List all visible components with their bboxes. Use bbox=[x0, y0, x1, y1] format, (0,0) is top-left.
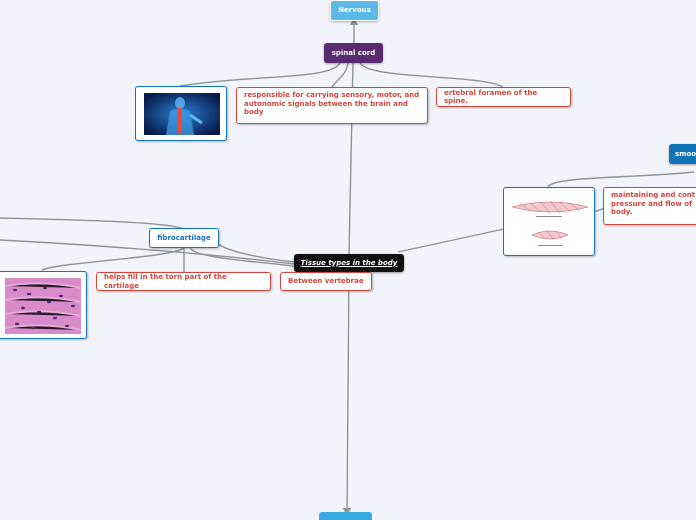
link-fibro-left bbox=[0, 217, 185, 230]
nervous-node[interactable]: Nervous bbox=[330, 0, 379, 21]
root-label: Tissue types in the body bbox=[300, 258, 398, 267]
smooth-muscle-label: smoo bbox=[675, 149, 696, 158]
fibrocartilage-micrograph-image bbox=[5, 278, 81, 334]
spine-image-node[interactable] bbox=[135, 86, 227, 141]
root-node[interactable]: Tissue types in the body bbox=[294, 254, 404, 272]
spinal-cord-label: spinal cord bbox=[331, 48, 376, 57]
link-root-left bbox=[0, 239, 295, 265]
link-spinal-image bbox=[179, 62, 341, 87]
smooth-muscle-image-node[interactable] bbox=[503, 187, 595, 256]
signals-text: responsible for carrying sensory, motor,… bbox=[244, 91, 420, 116]
link-root-smooth bbox=[397, 228, 505, 253]
torn-cartilage-node[interactable]: helps fill in the torn part of the carti… bbox=[96, 272, 271, 291]
foramen-text: ertebral foramen of the spine. bbox=[444, 88, 538, 106]
link-fibro-image bbox=[41, 247, 185, 271]
link-root-bottom bbox=[342, 271, 352, 517]
fibrocartilage-label: fibrocartilage bbox=[157, 233, 211, 242]
pressure-text: maintaining and cont pressure and flow o… bbox=[611, 191, 696, 216]
smooth-muscle-node[interactable]: smoo bbox=[669, 144, 696, 164]
pressure-node[interactable]: maintaining and cont pressure and flow o… bbox=[603, 187, 696, 225]
torn-cartilage-text: helps fill in the torn part of the carti… bbox=[104, 273, 227, 290]
spinal-cord-node[interactable]: spinal cord bbox=[324, 43, 383, 63]
between-vertebrae-text: Between vertebrae bbox=[288, 277, 364, 286]
foramen-node[interactable]: ertebral foramen of the spine. bbox=[436, 87, 571, 107]
link-image-smooth bbox=[547, 171, 695, 188]
smooth-muscle-image bbox=[510, 193, 590, 251]
between-vertebrae-node[interactable]: Between vertebrae bbox=[280, 272, 372, 291]
nervous-label: Nervous bbox=[338, 6, 371, 15]
spine-xray-image bbox=[144, 93, 220, 135]
link-spinal-signals bbox=[331, 62, 349, 88]
fibrocartilage-image-node[interactable] bbox=[0, 271, 87, 339]
bottom-node[interactable] bbox=[319, 512, 372, 520]
link-root-fibro bbox=[217, 243, 295, 263]
fibrocartilage-node[interactable]: fibrocartilage bbox=[149, 228, 219, 248]
link-spinal-foramen bbox=[359, 62, 504, 88]
signals-node[interactable]: responsible for carrying sensory, motor,… bbox=[236, 87, 428, 124]
